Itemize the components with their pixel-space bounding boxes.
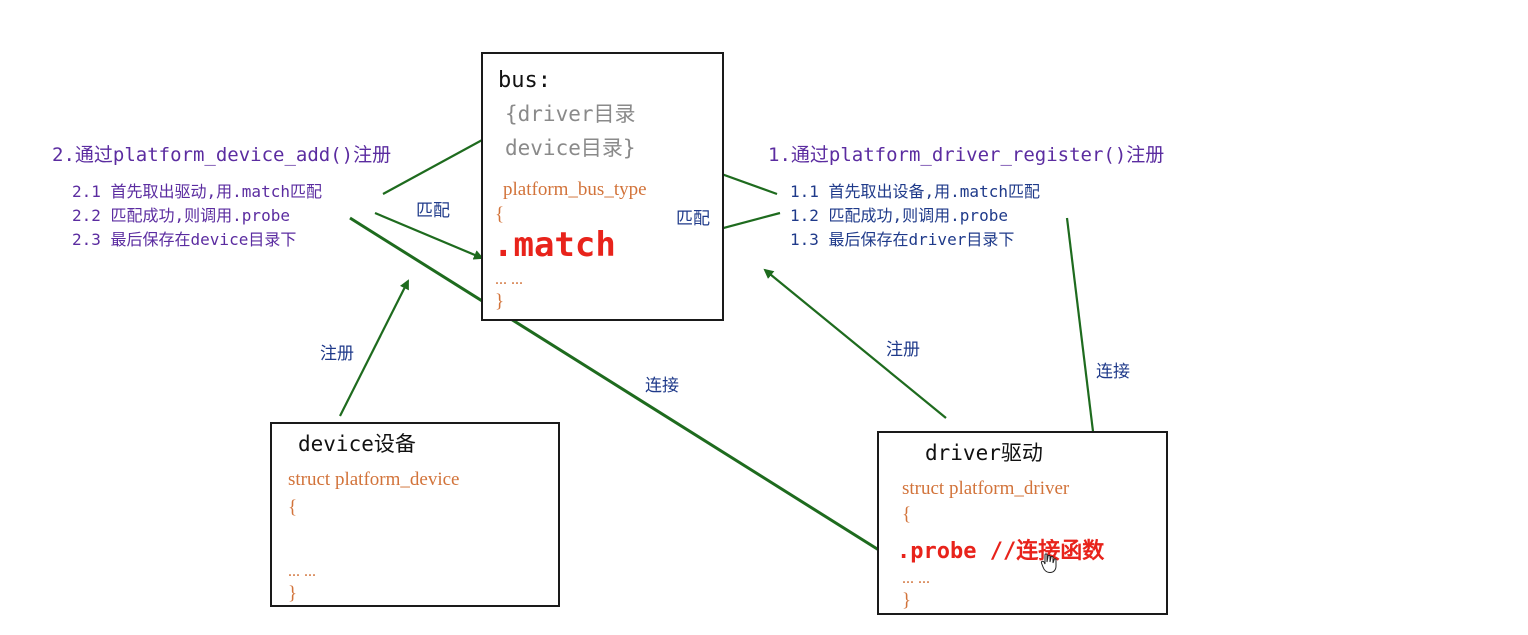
- label-connect-middle: 连接: [645, 376, 679, 396]
- label-match-right: 匹配: [676, 209, 710, 229]
- driver-struct-line: struct platform_driver: [902, 478, 1070, 499]
- device-close-brace: }: [288, 583, 298, 604]
- arrow-left-probe-to-driver-probe: [349, 216, 892, 559]
- arrow-device-register-to-bus: [339, 279, 409, 417]
- left-step-1: 2.1 首先取出驱动,用.match匹配: [72, 182, 322, 201]
- bus-match: .match: [493, 225, 616, 265]
- label-match-left: 匹配: [416, 201, 450, 221]
- bus-device-dir: device目录}: [505, 136, 636, 160]
- bus-title: bus:: [498, 68, 551, 93]
- arrow-left-step2-to-match: [374, 211, 484, 260]
- right-step-1: 1.1 首先取出设备,用.match匹配: [790, 182, 1040, 201]
- driver-close-brace: }: [902, 590, 912, 611]
- label-register-left: 注册: [320, 344, 354, 364]
- left-step-3: 2.3 最后保存在device目录下: [72, 230, 297, 249]
- driver-ellipsis: ... ...: [902, 570, 930, 587]
- bus-driver-dir: {driver目录: [505, 102, 636, 126]
- right-heading: 1.通过platform_driver_register()注册: [768, 144, 1165, 166]
- device-ellipsis: ... ...: [288, 563, 316, 580]
- left-step-2: 2.2 匹配成功,则调用.probe: [72, 206, 290, 225]
- bus-ellipsis: ... ...: [495, 271, 523, 288]
- left-heading: 2.通过platform_device_add()注册: [52, 144, 392, 166]
- right-step-3: 1.3 最后保存在driver目录下: [790, 230, 1015, 249]
- driver-title: driver驱动: [925, 441, 1043, 465]
- driver-probe-line: .probe //连接函数: [897, 539, 1105, 564]
- driver-open-brace: {: [902, 504, 912, 525]
- label-register-right: 注册: [886, 340, 920, 360]
- hand-cursor-icon: [1040, 553, 1057, 574]
- label-connect-right: 连接: [1096, 362, 1130, 382]
- driver-box: driver驱动 struct platform_driver { .probe…: [877, 431, 1168, 615]
- device-struct-line: struct platform_device: [288, 469, 460, 490]
- device-title: device设备: [298, 432, 416, 456]
- device-open-brace: {: [288, 497, 298, 518]
- bus-type-name: platform_bus_type: [503, 179, 647, 200]
- right-step-2: 1.2 匹配成功,则调用.probe: [790, 206, 1008, 225]
- bus-open-brace: {: [495, 204, 505, 225]
- arrow-driver-register-to-bus: [763, 268, 947, 419]
- bus-close-brace: }: [495, 291, 505, 312]
- device-box: device设备 struct platform_device { ... ..…: [270, 422, 560, 607]
- bus-box: bus: {driver目录 device目录} platform_bus_ty…: [481, 52, 724, 321]
